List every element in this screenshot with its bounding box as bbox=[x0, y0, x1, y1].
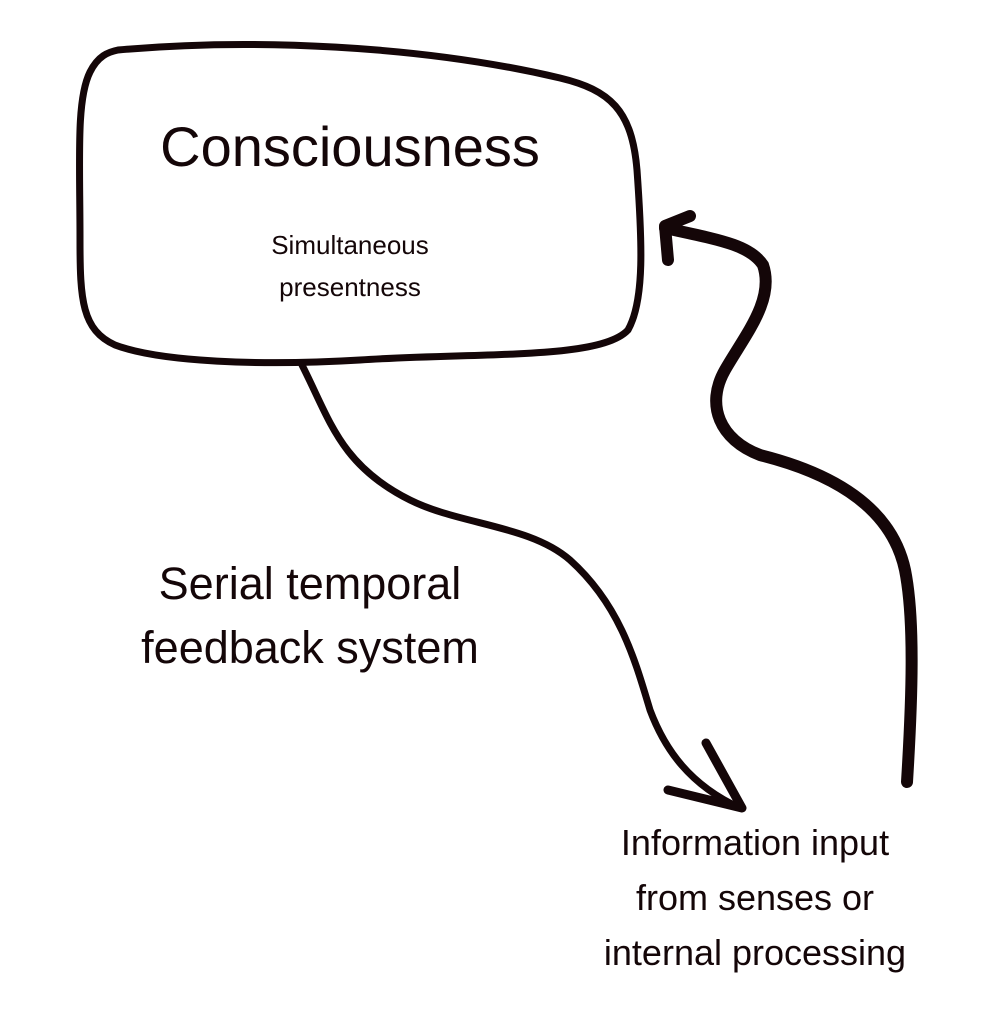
input-label-line: Information input bbox=[620, 822, 890, 863]
arrow-to-consciousness-head bbox=[659, 210, 696, 266]
arrow-to-input bbox=[298, 361, 744, 812]
loop-label-line: feedback system bbox=[141, 622, 479, 673]
input-label-line: from senses or bbox=[635, 877, 875, 918]
subtitle-line: presentness bbox=[279, 272, 421, 302]
loop-label-line: Serial temporal bbox=[158, 558, 462, 609]
consciousness-title: Consciousness bbox=[160, 115, 540, 178]
consciousness-subtitle: Simultaneous presentness bbox=[220, 224, 480, 308]
arrow-to-input-head bbox=[663, 738, 747, 813]
subtitle-line: Simultaneous bbox=[271, 230, 429, 260]
arrow-to-consciousness bbox=[659, 222, 918, 788]
feedback-loop-label: Serial temporal feedback system bbox=[70, 552, 550, 680]
input-label-line: internal processing bbox=[603, 932, 907, 973]
consciousness-box bbox=[75, 41, 645, 367]
information-input-label: Information input from senses or interna… bbox=[560, 815, 950, 980]
